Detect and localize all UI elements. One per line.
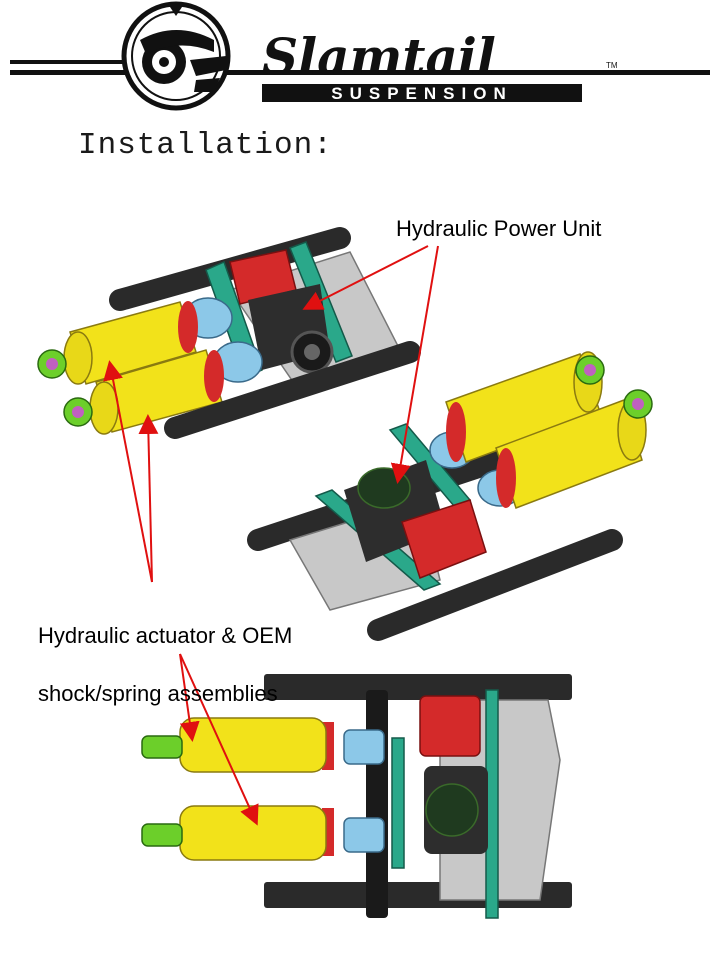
bushing-icon: [575, 355, 653, 419]
logo-subtitle: SUSPENSION: [331, 84, 512, 103]
label-hydraulic-power-unit: Hydraulic Power Unit: [396, 216, 602, 241]
annotation-arrows: [103, 245, 439, 826]
assembly-view-bottom: [141, 674, 572, 919]
bushing-icon: [141, 735, 183, 847]
logo-emblem-icon: [121, 1, 231, 111]
label-line-1: Hydraulic actuator & OEM: [38, 623, 293, 648]
logo-wordmark: Slamtail: [262, 27, 496, 86]
page-title: Installation:: [78, 128, 333, 163]
label-line-2: shock/spring assemblies: [38, 681, 278, 706]
trademark-mark: TM: [606, 61, 618, 70]
logo-header: Slamtail TM SUSPENSION: [10, 1, 710, 111]
label-hydraulic-actuator: Hydraulic actuator & OEM shock/spring as…: [38, 592, 292, 737]
assembly-view-middle-right: [247, 351, 653, 641]
bushing-icon: [37, 349, 93, 427]
assembly-view-top-left: [37, 227, 421, 439]
